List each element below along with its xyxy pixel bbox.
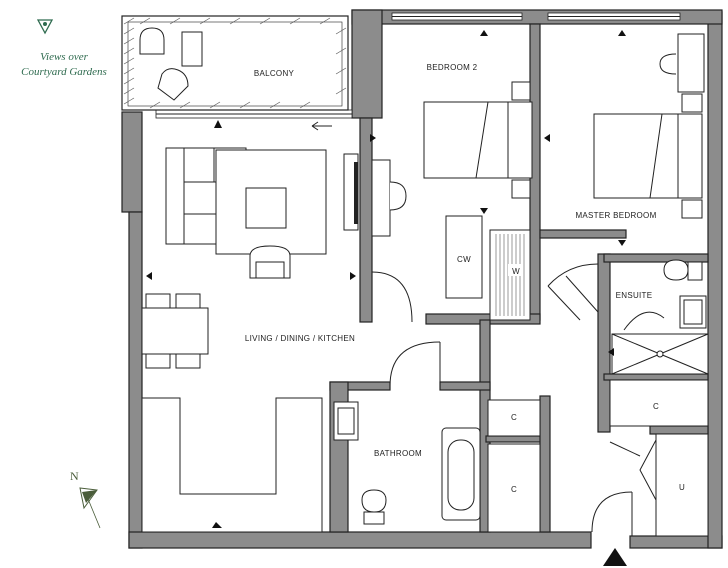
room-label-bedroom2: BEDROOM 2 <box>427 63 478 72</box>
coffee-table <box>245 187 287 229</box>
door-swing-bathroom <box>389 341 441 387</box>
wall-hall <box>597 253 611 433</box>
balcony-table <box>181 31 203 67</box>
window-marker-icon <box>212 522 222 528</box>
cupboard-bath-top <box>487 399 541 437</box>
wall-left-upper <box>121 111 143 213</box>
view-note: Views over Courtyard Gardens <box>21 19 107 78</box>
bathroom: BATHROOM <box>333 401 481 525</box>
wardrobe-cw <box>445 215 483 299</box>
label-cw: CW <box>457 255 471 264</box>
bedside-table <box>681 199 703 219</box>
label-w: W <box>512 267 520 276</box>
tv-screen <box>354 162 358 224</box>
wall-bath-top-right <box>439 381 491 391</box>
entrance-door-swing <box>591 491 633 533</box>
bedside-table <box>511 81 531 101</box>
view-note-line2: Courtyard Gardens <box>21 66 107 78</box>
dining-chair <box>145 293 171 309</box>
sofa-arm <box>165 147 185 245</box>
label-cupboard-bottom: C <box>511 485 517 494</box>
walls <box>121 9 723 549</box>
bedside-table <box>511 179 531 199</box>
balcony-outline <box>121 15 349 111</box>
compass-needle-icon <box>85 493 101 529</box>
label-cupboard-top: C <box>511 413 517 422</box>
desk-bedroom2 <box>371 159 391 237</box>
compass-arrow-icon <box>79 487 98 510</box>
compass-arrow-fill-icon <box>82 490 97 503</box>
wall-ensuite-top <box>603 253 709 263</box>
wall-master-bottom <box>539 229 627 239</box>
kitchen-counter <box>141 397 323 533</box>
toilet-ensuite <box>663 259 689 281</box>
window-marker-icon <box>544 134 550 142</box>
balcony-chair <box>157 68 189 101</box>
window-marker-icon <box>480 208 488 214</box>
cupboard-hall <box>609 379 709 427</box>
wall-utility-top <box>649 425 709 435</box>
view-note-line1: Views over <box>40 51 88 63</box>
view-triangle-icon <box>36 19 54 35</box>
sofa-seat <box>183 181 217 245</box>
living-room: LIVING / DINING / KITCHEN <box>141 147 441 533</box>
north-compass: N <box>70 469 101 529</box>
dining-chair <box>175 353 201 369</box>
shower-door-swing <box>623 311 665 331</box>
wall-balcony-side <box>351 9 383 119</box>
window-marker-icon <box>480 30 488 36</box>
entrance-arrow-icon <box>603 548 627 566</box>
label-utility: U <box>679 483 685 492</box>
window-marker-icon <box>618 240 626 246</box>
wall-living-partition <box>359 117 373 323</box>
wall-ensuite-bottom <box>603 373 709 381</box>
window-marker-icon <box>618 30 626 36</box>
drain-icon <box>656 350 664 358</box>
door-swing <box>371 271 413 323</box>
wall-bottom <box>128 531 592 549</box>
door-swing-master <box>547 263 599 287</box>
entrance <box>591 491 633 566</box>
compass-label: N <box>70 469 79 483</box>
wardrobe-w <box>489 229 531 321</box>
windows <box>155 12 681 119</box>
balcony-chair <box>139 27 165 55</box>
window-marker-icon <box>214 120 222 128</box>
storage: C C C U <box>487 379 709 537</box>
label-cupboard-hall: C <box>653 402 659 411</box>
window-marker-icon <box>350 272 356 280</box>
master-bedroom: MASTER BEDROOM <box>544 30 705 321</box>
room-label-balcony: BALCONY <box>254 69 295 78</box>
dressing-chair <box>659 53 677 75</box>
eye-icon <box>43 22 47 26</box>
wall-cupboard-right <box>539 395 551 533</box>
dressing-table <box>677 33 705 93</box>
dining-chair <box>145 353 171 369</box>
window-marker-icon <box>146 272 152 280</box>
toilet-bathroom <box>361 489 387 513</box>
dining-chair <box>175 293 201 309</box>
room-label-ensuite: ENSUITE <box>616 291 653 300</box>
wall-left <box>128 211 143 549</box>
cupboard-bath-bottom <box>487 443 541 533</box>
wall-right <box>707 11 723 549</box>
dining-table <box>141 307 209 355</box>
utility-door <box>639 439 657 501</box>
balcony-hatch <box>123 17 347 109</box>
balcony: BALCONY <box>121 15 349 131</box>
window-marker-icon <box>370 134 376 142</box>
room-label-bathroom: BATHROOM <box>374 449 422 458</box>
utility-cupboard <box>655 433 709 537</box>
bedroom-2: CW W BEDROOM 2 <box>370 30 533 321</box>
ensuite: ENSUITE <box>608 259 709 375</box>
room-label-master: MASTER BEDROOM <box>575 211 656 220</box>
wall-cupboard-sep <box>485 435 543 443</box>
desk-chair <box>389 181 407 211</box>
room-label-living: LIVING / DINING / KITCHEN <box>245 334 355 343</box>
bedside-table <box>681 93 703 113</box>
